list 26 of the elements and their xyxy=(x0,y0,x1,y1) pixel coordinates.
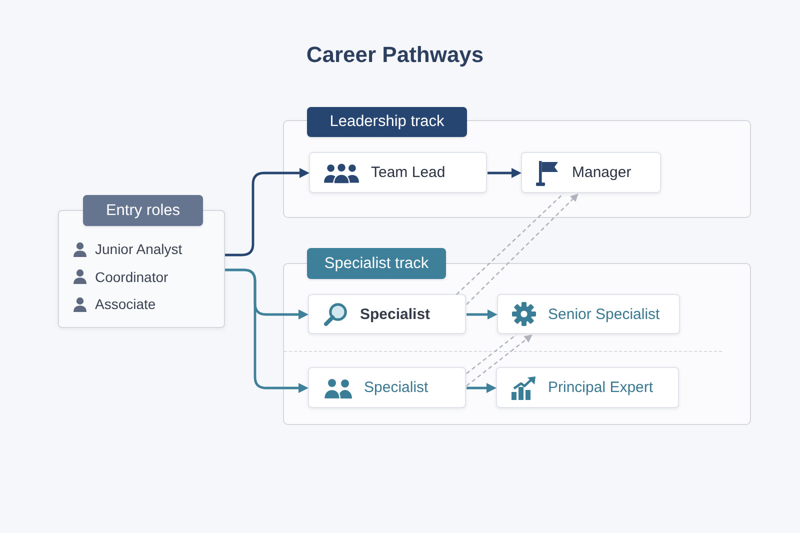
section-header: Leadership track xyxy=(307,107,467,137)
diagram-title: Career Pathways xyxy=(306,41,484,69)
role-card xyxy=(308,294,466,334)
role-label: Specialist xyxy=(364,379,428,396)
role-card xyxy=(496,367,679,408)
connector-arrow xyxy=(466,383,496,393)
role-label: Manager xyxy=(572,164,632,181)
role-label: Team Lead xyxy=(371,164,446,181)
role-label: Associate xyxy=(95,296,156,312)
dashed-arrow xyxy=(466,193,578,305)
role-label: Coordinator xyxy=(95,268,168,284)
section-header: Entry roles xyxy=(83,195,203,226)
dashed-arrow xyxy=(466,334,532,386)
connector-arrow xyxy=(225,168,310,256)
role-label: Junior Analyst xyxy=(95,241,182,257)
connector-arrow xyxy=(466,310,498,320)
connector-arrow xyxy=(225,268,308,393)
role-label: Senior Specialist xyxy=(548,306,660,322)
role-card xyxy=(497,294,680,334)
section-header: Specialist track xyxy=(307,248,446,279)
role-label: Specialist xyxy=(360,306,430,322)
connector-arrow xyxy=(488,168,522,178)
role-card xyxy=(521,152,661,193)
role-card xyxy=(309,152,487,193)
role-card xyxy=(308,367,466,408)
role-label: Principal Expert xyxy=(548,379,654,396)
